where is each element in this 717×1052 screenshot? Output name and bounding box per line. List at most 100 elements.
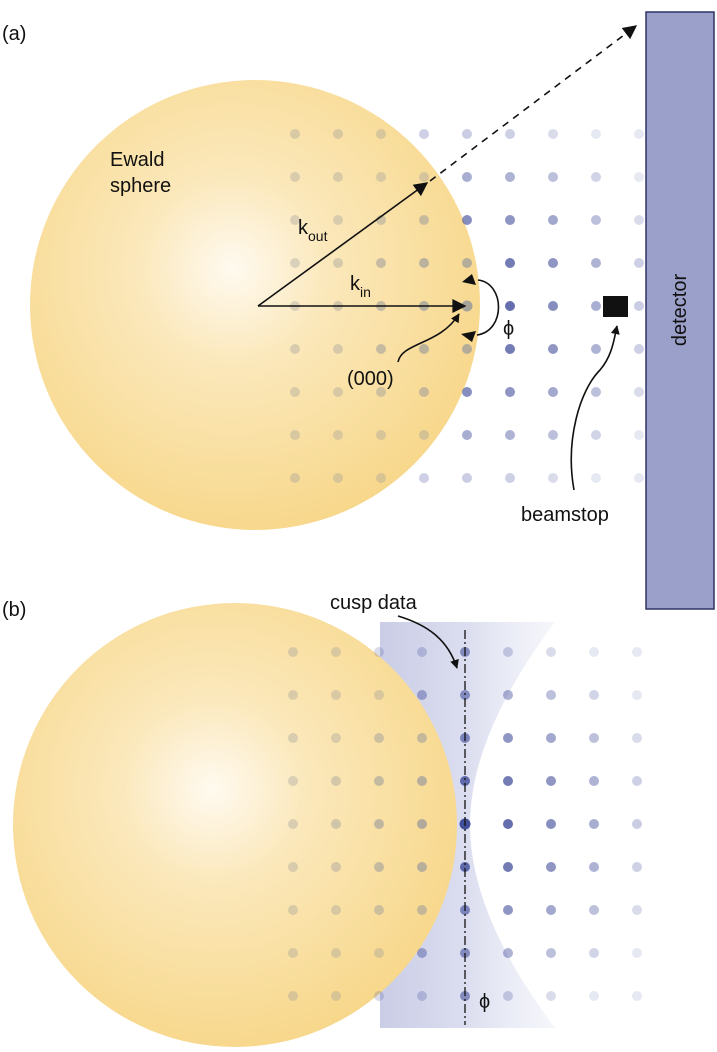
lattice-point xyxy=(288,991,298,1001)
beamstop-block xyxy=(603,296,628,317)
lattice-point xyxy=(634,344,644,354)
lattice-point xyxy=(591,430,601,440)
lattice-point xyxy=(589,776,599,786)
lattice-point xyxy=(634,258,644,268)
lattice-point xyxy=(548,387,558,397)
lattice-point xyxy=(290,344,300,354)
lattice-point xyxy=(548,430,558,440)
lattice-point xyxy=(290,258,300,268)
lattice-point xyxy=(374,819,384,829)
lattice-point xyxy=(505,301,515,311)
ewald-label-line2: sphere xyxy=(110,175,171,197)
k-in-label: kin xyxy=(350,273,371,300)
phi-arc-arrowhead-top xyxy=(462,274,476,285)
lattice-point xyxy=(290,430,300,440)
lattice-point xyxy=(462,473,472,483)
lattice-point xyxy=(632,862,642,872)
lattice-point xyxy=(546,647,556,657)
lattice-point xyxy=(632,991,642,1001)
lattice-point xyxy=(591,215,601,225)
lattice-point xyxy=(374,991,384,1001)
k-out-arrow xyxy=(257,182,429,307)
lattice-point xyxy=(632,690,642,700)
lattice-point xyxy=(462,129,472,139)
lattice-point xyxy=(376,473,386,483)
lattice-point xyxy=(548,258,558,268)
lattice-point xyxy=(417,647,427,657)
lattice-point xyxy=(374,862,384,872)
lattice-point xyxy=(419,430,429,440)
lattice-point xyxy=(505,172,515,182)
lattice-point xyxy=(333,258,343,268)
lattice-point xyxy=(376,129,386,139)
lattice-point xyxy=(419,215,429,225)
lattice-point xyxy=(505,129,515,139)
lattice-point xyxy=(290,387,300,397)
lattice-point xyxy=(632,647,642,657)
lattice-point xyxy=(634,387,644,397)
lattice-point xyxy=(331,690,341,700)
lattice-point xyxy=(288,776,298,786)
lattice-point xyxy=(634,301,644,311)
lattice-point xyxy=(290,215,300,225)
panel-b-label: (b) xyxy=(2,599,26,621)
panel-a: (a) detector Ewald sphere kout kin ϕ (00… xyxy=(2,11,715,610)
lattice-point xyxy=(376,258,386,268)
lattice-point xyxy=(548,344,558,354)
lattice-point xyxy=(419,129,429,139)
lattice-point xyxy=(634,430,644,440)
k-in-sub: in xyxy=(360,284,371,300)
lattice-point xyxy=(288,862,298,872)
lattice-point xyxy=(419,258,429,268)
phi-label-a: ϕ xyxy=(503,318,514,340)
lattice-point xyxy=(548,129,558,139)
lattice-point xyxy=(634,172,644,182)
lattice-point xyxy=(331,948,341,958)
lattice-point xyxy=(503,690,513,700)
lattice-point xyxy=(505,344,515,354)
lattice-point xyxy=(505,473,515,483)
lattice-point xyxy=(548,301,558,311)
lattice-point xyxy=(290,129,300,139)
lattice-point xyxy=(417,862,427,872)
lattice-point xyxy=(331,647,341,657)
lattice-point xyxy=(591,258,601,268)
lattice-point xyxy=(591,387,601,397)
lattice-point xyxy=(290,172,300,182)
lattice-point xyxy=(632,905,642,915)
k-out-sub: out xyxy=(308,228,328,244)
lattice-point xyxy=(462,215,472,225)
lattice-point xyxy=(417,733,427,743)
lattice-point xyxy=(419,344,429,354)
lattice-point xyxy=(374,905,384,915)
lattice-point xyxy=(331,819,341,829)
lattice-point xyxy=(503,733,513,743)
lattice-point xyxy=(331,776,341,786)
lattice-point xyxy=(634,129,644,139)
ewald-label-line1: Ewald xyxy=(110,149,164,171)
lattice-point xyxy=(546,776,556,786)
lattice-point xyxy=(288,948,298,958)
lattice-point xyxy=(589,905,599,915)
lattice-point xyxy=(333,215,343,225)
lattice-point xyxy=(632,948,642,958)
lattice-point xyxy=(503,776,513,786)
lattice-point xyxy=(331,862,341,872)
lattice-point xyxy=(374,690,384,700)
lattice-point xyxy=(591,301,601,311)
lattice-point xyxy=(591,172,601,182)
lattice-point xyxy=(589,647,599,657)
lattice-point xyxy=(505,215,515,225)
lattice-point xyxy=(288,905,298,915)
lattice-point xyxy=(634,473,644,483)
lattice-point xyxy=(331,733,341,743)
lattice-point xyxy=(503,647,513,657)
lattice-point xyxy=(546,862,556,872)
lattice-point xyxy=(419,172,429,182)
lattice-point xyxy=(419,473,429,483)
beamstop-pointer xyxy=(570,325,620,491)
lattice-point xyxy=(331,991,341,1001)
lattice-point xyxy=(417,776,427,786)
lattice-point xyxy=(505,258,515,268)
lattice-point xyxy=(460,862,470,872)
